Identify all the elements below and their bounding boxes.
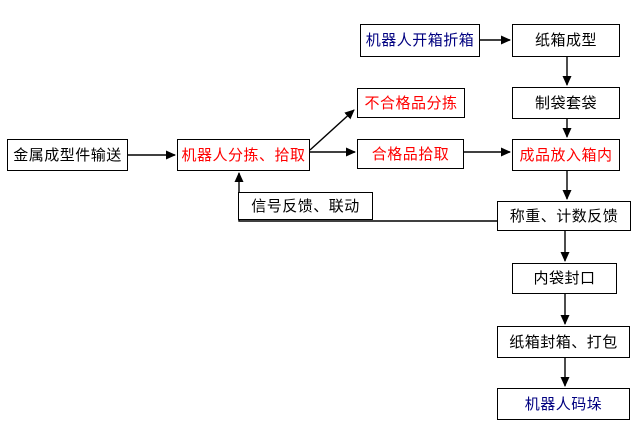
node-robot-carton-opening-folding: 机器人开箱折箱: [360, 24, 480, 57]
node-weighing-counting-feedback: 称重、计数反馈: [497, 201, 631, 231]
node-qualified-product-picking: 合格品拾取: [357, 139, 464, 169]
node-inner-bag-sealing: 内袋封口: [512, 263, 617, 294]
node-metal-forming-part-conveying: 金属成型件输送: [7, 139, 128, 171]
node-robot-palletizing: 机器人码垛: [497, 388, 630, 420]
node-carton-sealing-packing: 纸箱封箱、打包: [497, 326, 630, 358]
node-finished-product-into-box: 成品放入箱内: [512, 139, 620, 171]
edge-feedback-to-sorting: [234, 172, 497, 222]
node-robot-sorting-picking: 机器人分拣、拾取: [177, 139, 310, 171]
node-carton-forming: 纸箱成型: [512, 24, 620, 57]
edge-sorting-to-defective: [309, 109, 355, 151]
node-signal-feedback-linkage: 信号反馈、联动: [238, 192, 373, 220]
node-bag-making-bagging: 制袋套袋: [512, 87, 620, 119]
node-defective-product-sorting: 不合格品分拣: [357, 88, 465, 118]
